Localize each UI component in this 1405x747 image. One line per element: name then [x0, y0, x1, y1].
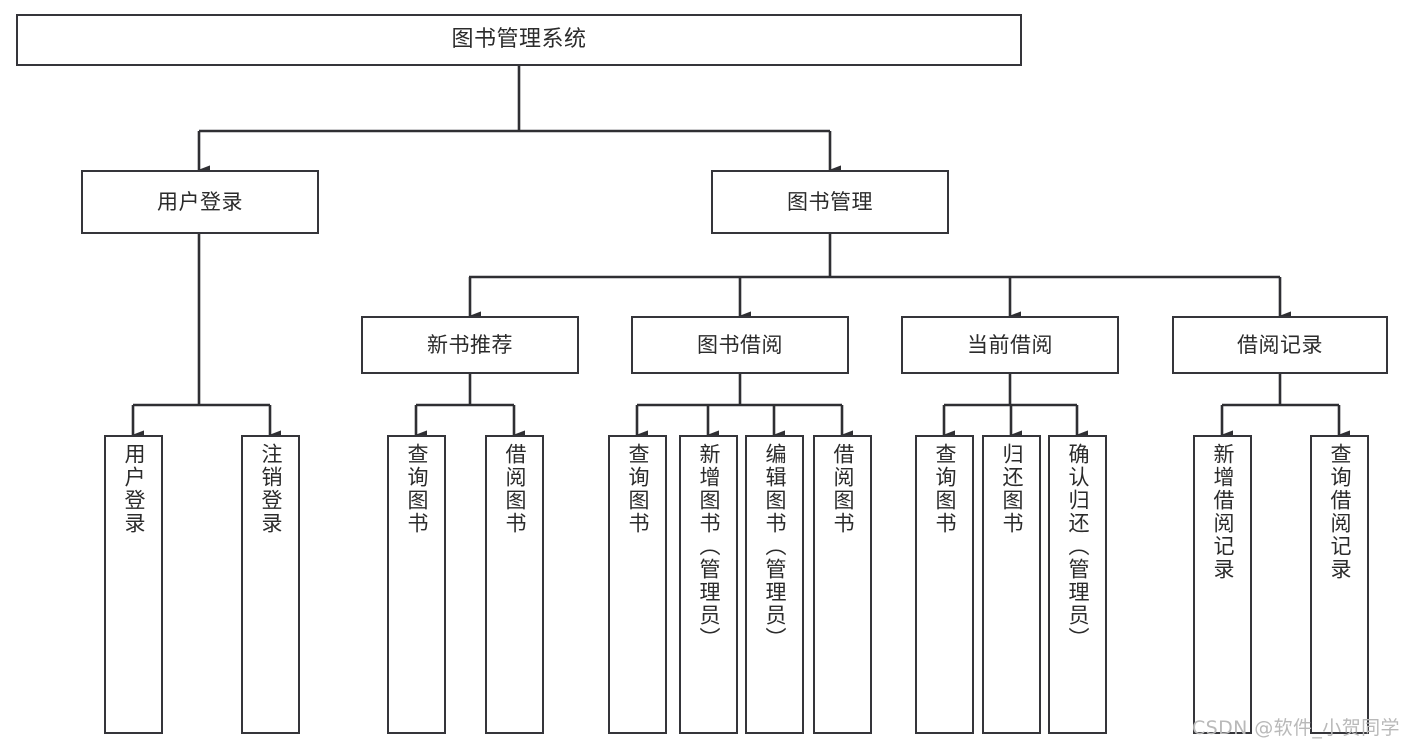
node-leaf-borrow-book-1-label: 借阅图书	[503, 443, 527, 535]
node-new-book-recommend[interactable]: 新书推荐	[361, 316, 579, 374]
node-leaf-query-book-1[interactable]: 查询图书	[387, 435, 446, 734]
node-leaf-user-login[interactable]: 用户登录	[104, 435, 163, 734]
node-leaf-query-book-3-label: 查询图书	[933, 443, 957, 535]
node-leaf-return-book-label: 归还图书	[1000, 443, 1024, 535]
node-leaf-user-login-label: 用户登录	[122, 443, 146, 535]
node-leaf-borrow-book-2-label: 借阅图书	[831, 443, 855, 535]
node-leaf-user-logout-label: 注销登录	[259, 443, 283, 535]
node-leaf-query-record-label: 查询借阅记录	[1328, 443, 1352, 581]
node-leaf-confirm-return[interactable]: 确认归还（管理员）	[1048, 435, 1107, 734]
node-leaf-query-record[interactable]: 查询借阅记录	[1310, 435, 1369, 734]
node-leaf-borrow-book-1[interactable]: 借阅图书	[485, 435, 544, 734]
node-borrow-record[interactable]: 借阅记录	[1172, 316, 1388, 374]
node-book-borrow[interactable]: 图书借阅	[631, 316, 849, 374]
node-leaf-add-record-label: 新增借阅记录	[1211, 443, 1235, 581]
node-book-borrow-label: 图书借阅	[697, 332, 783, 357]
node-leaf-query-book-2[interactable]: 查询图书	[608, 435, 667, 734]
node-leaf-query-book-2-label: 查询图书	[626, 443, 650, 535]
node-current-borrow-label: 当前借阅	[967, 332, 1053, 357]
node-leaf-add-book-label: 新增图书（管理员）	[697, 443, 721, 650]
node-root-system-label: 图书管理系统	[451, 27, 587, 53]
node-borrow-record-label: 借阅记录	[1237, 332, 1323, 357]
node-leaf-edit-book[interactable]: 编辑图书（管理员）	[745, 435, 804, 734]
node-book-manage[interactable]: 图书管理	[711, 170, 949, 234]
node-leaf-add-book[interactable]: 新增图书（管理员）	[679, 435, 738, 734]
node-current-borrow[interactable]: 当前借阅	[901, 316, 1119, 374]
node-new-book-recommend-label: 新书推荐	[427, 332, 513, 357]
node-leaf-borrow-book-2[interactable]: 借阅图书	[813, 435, 872, 734]
node-leaf-user-logout[interactable]: 注销登录	[241, 435, 300, 734]
node-leaf-query-book-3[interactable]: 查询图书	[915, 435, 974, 734]
node-user-login-label: 用户登录	[157, 189, 243, 214]
node-leaf-confirm-return-label: 确认归还（管理员）	[1066, 443, 1090, 650]
node-leaf-add-record[interactable]: 新增借阅记录	[1193, 435, 1252, 734]
node-leaf-return-book[interactable]: 归还图书	[982, 435, 1041, 734]
node-leaf-query-book-1-label: 查询图书	[405, 443, 429, 535]
node-leaf-edit-book-label: 编辑图书（管理员）	[763, 443, 787, 650]
connector-group	[131, 66, 1350, 440]
node-book-manage-label: 图书管理	[787, 189, 873, 214]
node-root-system[interactable]: 图书管理系统	[16, 14, 1022, 66]
node-user-login[interactable]: 用户登录	[81, 170, 319, 234]
